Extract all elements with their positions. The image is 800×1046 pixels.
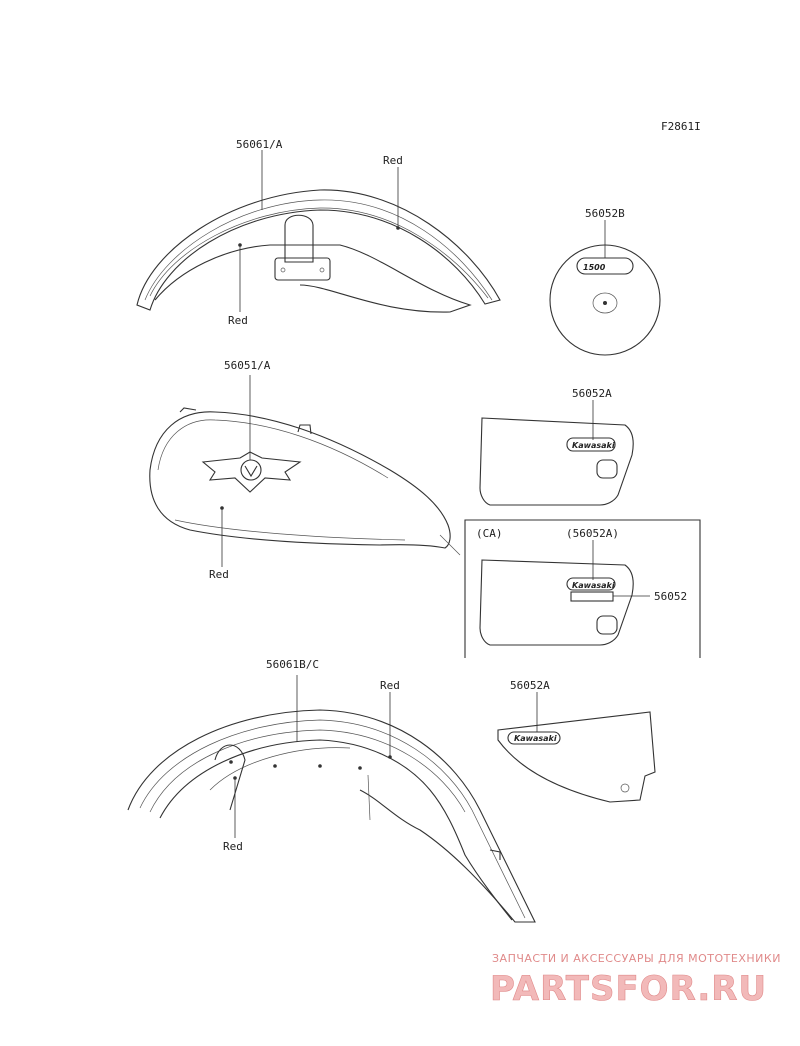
label-side-cover-top: 56052A bbox=[572, 387, 612, 400]
front-fender bbox=[136, 189, 501, 313]
fuel-tank bbox=[149, 407, 461, 556]
side-cover-top bbox=[479, 417, 634, 506]
rear-fender bbox=[127, 709, 536, 923]
label-front-fender-color-2: Red bbox=[228, 314, 248, 327]
label-side-cover-bottom: 56052A bbox=[510, 679, 550, 692]
round-emblem bbox=[549, 244, 661, 356]
label-rear-fender: 56061B/C bbox=[266, 658, 319, 671]
kawasaki-logo-2: Kawasaki bbox=[572, 581, 615, 590]
emblem-1500-text: 1500 bbox=[583, 263, 606, 272]
label-ca-region: (CA) bbox=[476, 527, 503, 540]
watermark-brand: PARTSFOR.RU bbox=[490, 969, 767, 1009]
label-tank: 56051/A bbox=[224, 359, 271, 372]
label-rear-fender-color: Red bbox=[380, 679, 400, 692]
label-ca-extra-part: 56052 bbox=[654, 590, 687, 603]
watermark-subtitle: ЗАПЧАСТИ И АКСЕССУАРЫ ДЛЯ МОТОТЕХНИКИ bbox=[492, 952, 781, 965]
diagram-id: F2861I bbox=[661, 120, 701, 133]
label-rear-fender-color-2: Red bbox=[223, 840, 243, 853]
label-front-fender-color: Red bbox=[383, 154, 403, 167]
label-round-emblem: 56052B bbox=[585, 207, 625, 220]
kawasaki-logo-3: Kawasaki bbox=[514, 734, 557, 743]
kawasaki-logo-1: Kawasaki bbox=[572, 441, 615, 450]
side-cover-bottom bbox=[497, 711, 656, 803]
ca-box bbox=[464, 519, 701, 658]
label-front-fender: 56061/A bbox=[236, 138, 283, 151]
label-ca-part: (56052A) bbox=[566, 527, 619, 540]
ca-badge-text: CA bbox=[576, 593, 588, 602]
label-tank-color: Red bbox=[209, 568, 229, 581]
